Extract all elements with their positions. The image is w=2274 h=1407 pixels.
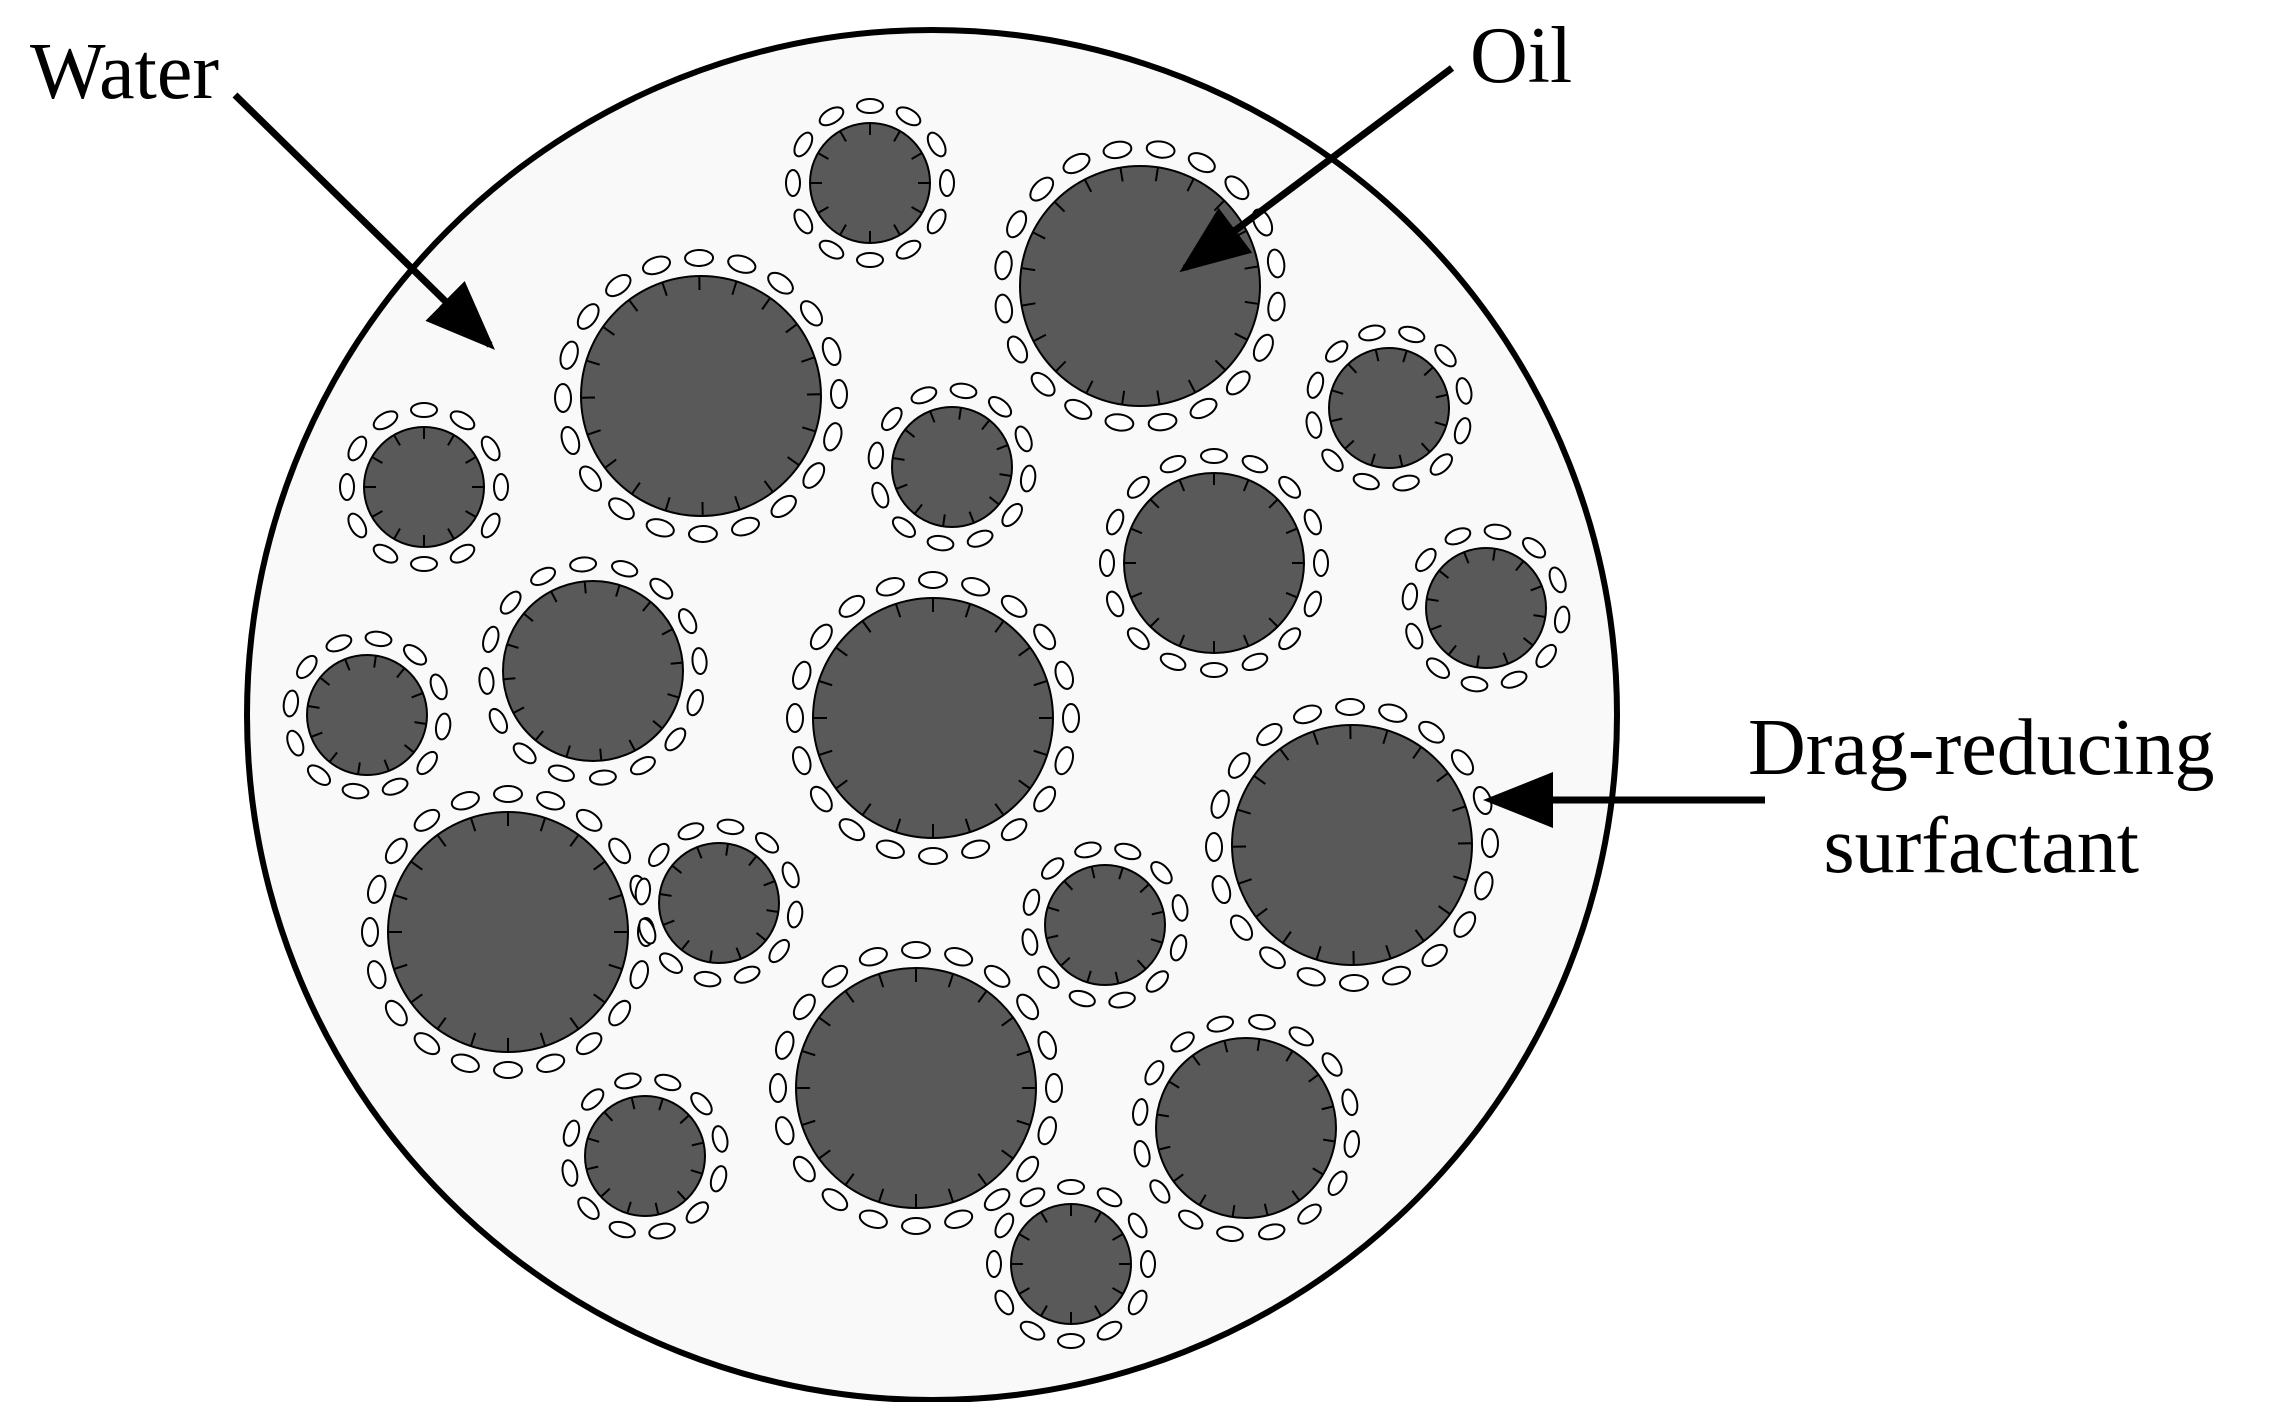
surfactant-head <box>770 1074 786 1102</box>
surfactant-head <box>685 250 713 266</box>
surfactant-head <box>1201 663 1227 677</box>
surfactant-head <box>1206 833 1222 861</box>
oil-droplet-core <box>388 812 628 1052</box>
oil-droplet-core <box>364 427 484 547</box>
oil-droplet <box>1020 840 1190 1010</box>
surfactant-head <box>1336 699 1364 715</box>
surfactant-head <box>831 380 847 408</box>
surfactant-head <box>1201 449 1227 463</box>
surfactant-head <box>940 170 954 196</box>
surfactant-head <box>494 786 522 802</box>
surfactant-head <box>494 474 508 500</box>
oil-droplet-core <box>1156 1038 1336 1218</box>
oil-droplet-core <box>892 407 1012 527</box>
oil-droplet-core <box>1011 1204 1131 1324</box>
surfactant-label: Drag-reducing surfactant <box>1748 700 2214 895</box>
surfactant-head <box>857 99 883 113</box>
surfactant-head <box>362 918 378 946</box>
surfactant-head <box>919 572 947 588</box>
water-pointer-arrow <box>235 95 490 345</box>
surfactant-head <box>1482 829 1498 857</box>
oil-droplet-core <box>796 968 1036 1208</box>
surfactant-head <box>857 253 883 267</box>
oil-droplet <box>1304 323 1474 493</box>
surfactant-head <box>1314 550 1328 576</box>
surfactant-head <box>1340 975 1368 991</box>
oil-droplet-core <box>1232 725 1472 965</box>
oil-droplet-core <box>1426 548 1546 668</box>
surfactant-head <box>1063 704 1079 732</box>
surfactant-tail <box>585 581 586 593</box>
surfactant-head <box>411 403 437 417</box>
surfactant-head <box>1058 1334 1084 1348</box>
oil-droplet <box>560 1071 730 1241</box>
surfactant-head <box>902 942 930 958</box>
surfactant-head <box>411 557 437 571</box>
oil-droplet-core <box>813 598 1053 838</box>
oil-droplet-core <box>810 123 930 243</box>
surfactant-head <box>555 384 571 412</box>
surfactant-head <box>1100 550 1114 576</box>
oil-droplet-core <box>1045 865 1165 985</box>
surfactant-label-line1: Drag-reducing <box>1748 700 2214 798</box>
surfactant-tail <box>503 678 515 679</box>
surfactant-head <box>689 526 717 542</box>
oil-label: Oil <box>1470 16 1572 96</box>
oil-droplet-core <box>659 843 779 963</box>
oil-droplet-core <box>307 655 427 775</box>
surfactant-head <box>1058 1180 1084 1194</box>
oil-droplet-core <box>581 276 821 516</box>
water-label: Water <box>30 32 219 112</box>
surfactant-head <box>340 474 354 500</box>
surfactant-head <box>987 1251 1001 1277</box>
oil-droplet-core <box>503 581 683 761</box>
surfactant-head <box>494 1062 522 1078</box>
surfactant-head <box>1046 1074 1062 1102</box>
surfactant-head <box>1141 1251 1155 1277</box>
surfactant-head <box>919 848 947 864</box>
oil-droplet <box>994 140 1287 433</box>
surfactant-tail <box>600 749 601 761</box>
surfactant-head <box>902 1218 930 1234</box>
oil-droplet-core <box>1329 348 1449 468</box>
surfactant-label-line2: surfactant <box>1748 798 2214 896</box>
surfactant-head <box>787 704 803 732</box>
oil-droplet-core <box>585 1096 705 1216</box>
surfactant-head <box>786 170 800 196</box>
surfactant-tail <box>671 663 683 664</box>
oil-droplet <box>1100 449 1328 677</box>
